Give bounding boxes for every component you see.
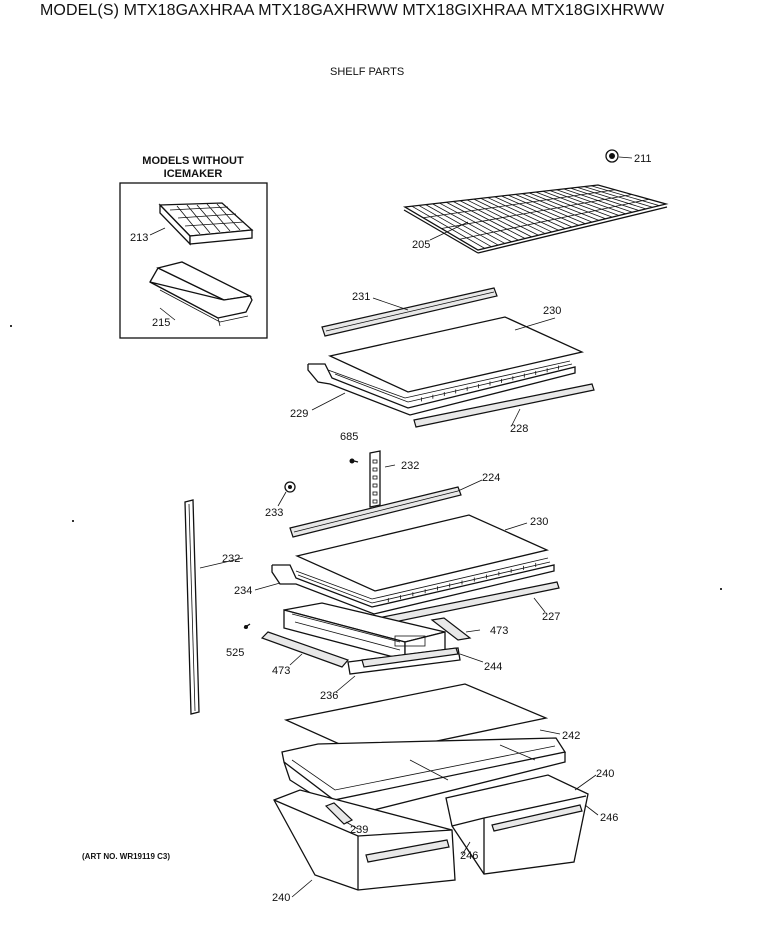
slide-473-right	[430, 617, 472, 641]
callout-234: 234	[234, 585, 252, 597]
slide-473-left	[260, 631, 350, 668]
knob-211	[605, 149, 633, 163]
inset-title-line1: MODELS WITHOUT	[142, 155, 244, 167]
bracket-232-left	[184, 499, 200, 715]
inset-title: MODELS WITHOUT ICEMAKER	[128, 155, 258, 181]
model-numbers-header: MODEL(S) MTX18GAXHRAA MTX18GAXHRWW MTX18…	[40, 2, 665, 19]
callout-224: 224	[482, 472, 500, 484]
leader-lines	[149, 221, 599, 898]
divider-239	[324, 802, 354, 825]
callout-246-left: 246	[460, 850, 478, 862]
callout-473-right: 473	[490, 625, 508, 637]
scan-speck	[10, 325, 12, 327]
callout-228: 228	[510, 423, 528, 435]
rail-228	[413, 383, 595, 428]
ice-tray-213	[158, 202, 254, 246]
ice-bin-215	[149, 261, 253, 327]
callout-244: 244	[484, 661, 502, 673]
callout-231: 231	[352, 291, 370, 303]
callout-232-center: 232	[401, 460, 419, 472]
callout-233: 233	[265, 507, 283, 519]
callout-525: 525	[226, 647, 244, 659]
callout-229: 229	[290, 408, 308, 420]
crisper-frame	[281, 737, 567, 817]
art-number: (ART NO. WR19119 C3)	[82, 852, 171, 861]
rail-227	[377, 581, 560, 626]
wire-shelf-205	[402, 184, 669, 254]
callout-240-right: 240	[596, 768, 614, 780]
trim-224	[289, 486, 462, 538]
section-title: SHELF PARTS	[330, 66, 405, 78]
crisper-drawer-right	[445, 774, 589, 875]
callout-685: 685	[340, 431, 358, 443]
callout-230-upper: 230	[543, 305, 561, 317]
shelf-frame-234	[271, 557, 555, 615]
scan-speck	[72, 520, 74, 522]
callout-246-right: 246	[600, 812, 618, 824]
screw-685	[349, 458, 359, 464]
callout-240-left: 240	[272, 892, 290, 904]
screw-525	[243, 623, 251, 629]
rail-244	[361, 647, 459, 668]
callout-215: 215	[152, 317, 170, 329]
bumper-233	[284, 481, 296, 493]
glass-230-lower	[294, 514, 550, 592]
callout-473-left: 473	[272, 665, 290, 677]
callout-227: 227	[542, 611, 560, 623]
callout-205: 205	[412, 239, 430, 251]
inset-frame	[119, 182, 268, 339]
inset-title-line2: ICEMAKER	[163, 168, 223, 180]
callout-211: 211	[634, 153, 652, 165]
scan-speck	[720, 588, 722, 590]
callout-239: 239	[350, 824, 368, 836]
callout-236: 236	[320, 690, 338, 702]
callout-230-lower: 230	[530, 516, 548, 528]
glass-230-upper	[327, 316, 585, 393]
shelf-frame-229	[307, 360, 576, 416]
bracket-232-center	[369, 450, 381, 508]
trim-231	[321, 287, 498, 337]
callout-242: 242	[562, 730, 580, 742]
callout-213: 213	[130, 232, 148, 244]
callout-232-left: 232	[222, 553, 240, 565]
crisper-drawer-left	[273, 789, 456, 891]
